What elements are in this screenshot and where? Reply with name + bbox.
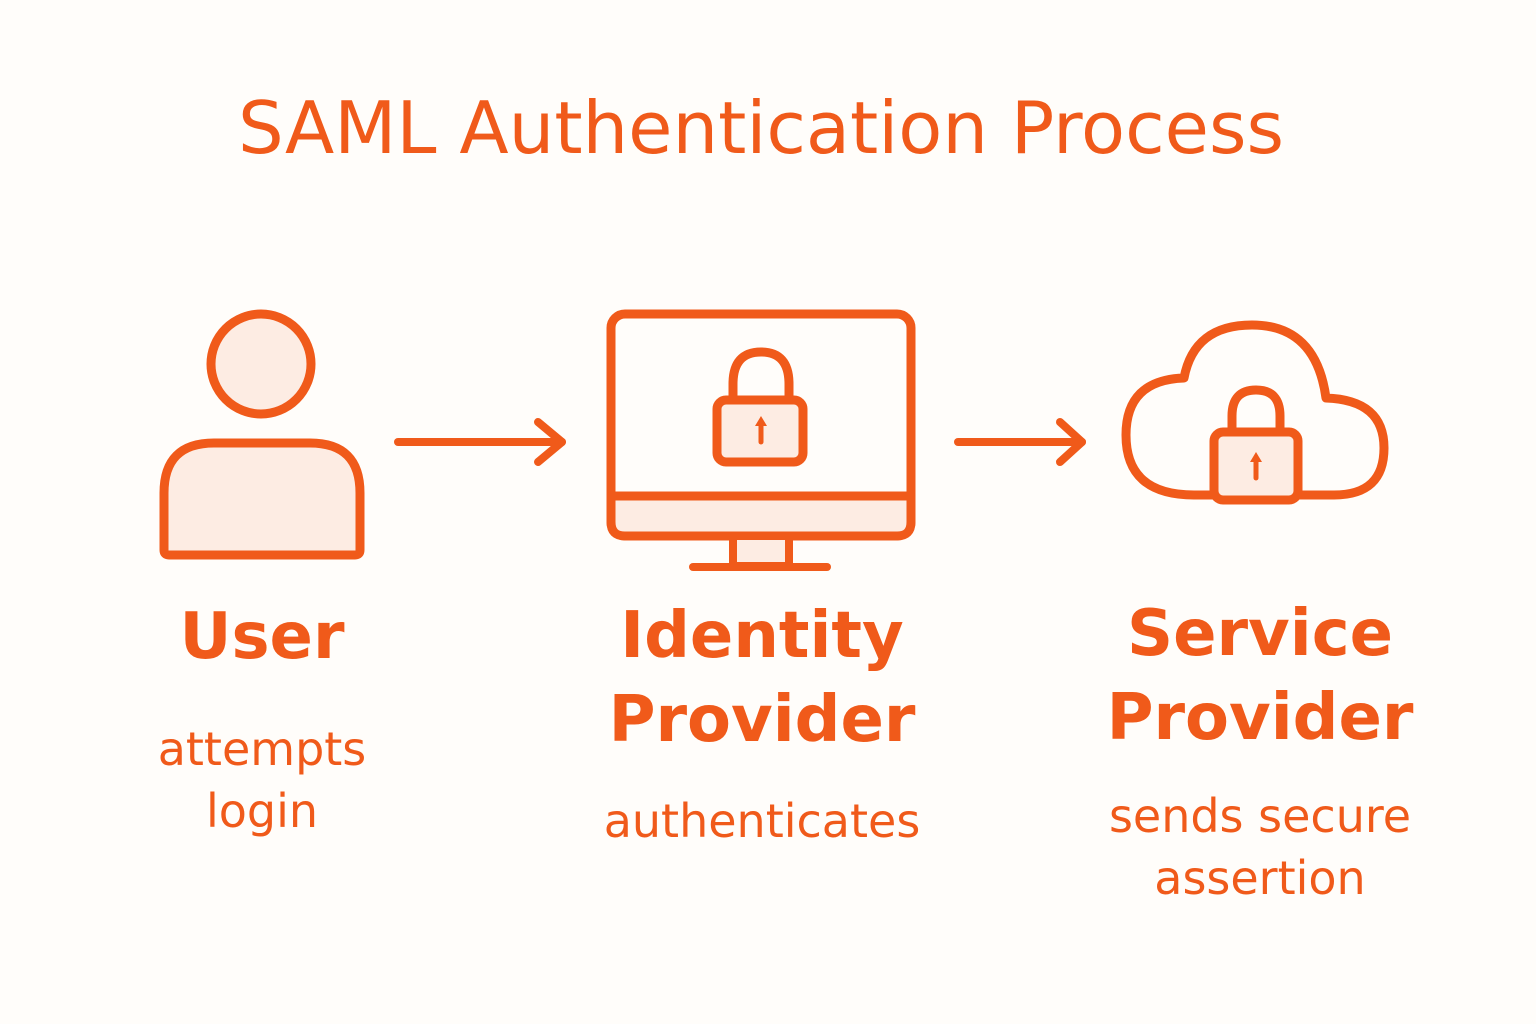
step-label-service-provider: Service Provider: [1060, 592, 1460, 760]
step-label-line: Identity: [620, 599, 904, 673]
step-label-identity-provider: Identity Provider: [562, 594, 962, 762]
step-description-line: assertion: [1154, 851, 1366, 905]
user-icon: [159, 309, 365, 560]
step-description-user: attempts login: [112, 718, 412, 842]
step-description-line: attempts: [157, 722, 367, 776]
monitor-lock-icon: [606, 309, 916, 571]
step-label-user: User: [112, 595, 412, 679]
step-description-line: authenticates: [603, 794, 921, 848]
step-description-line: login: [205, 784, 319, 838]
step-label-line: Service: [1126, 597, 1394, 671]
flow-arrow-1: [394, 418, 566, 466]
diagram-title: SAML Authentication Process: [238, 86, 1284, 170]
step-label-line: Provider: [608, 683, 916, 757]
flow-arrow-2: [954, 418, 1086, 466]
step-description-line: sends secure: [1108, 789, 1412, 843]
step-label-line: User: [179, 600, 345, 674]
step-label-line: Provider: [1106, 681, 1414, 755]
step-description-identity-provider: authenticates: [512, 790, 1012, 852]
step-description-service-provider: sends secure assertion: [1040, 785, 1480, 909]
cloud-lock-icon: [1121, 320, 1389, 505]
